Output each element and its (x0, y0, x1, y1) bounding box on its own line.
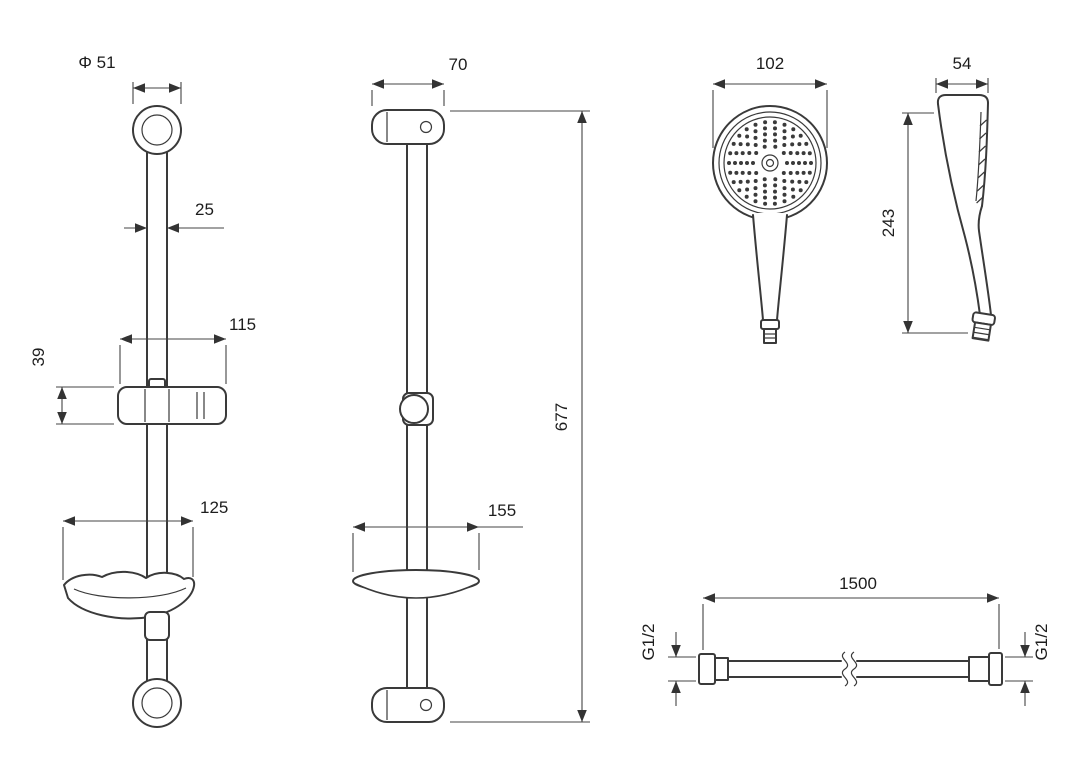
spray-face-edge (981, 102, 989, 207)
hose-dimensions: 1500 G1/2 G1/2 (639, 574, 1051, 706)
handshower-front-dimensions: 102 (712, 54, 828, 148)
dim-soap-dish-width: 125 (200, 498, 228, 517)
handle-right-edge (776, 214, 788, 321)
dim-thread-right: G1/2 (1032, 624, 1051, 661)
dim-holder-height: 39 (29, 348, 48, 367)
back-edge (937, 103, 981, 316)
dim-soap-dish-depth: 155 (488, 501, 516, 520)
dim-bar-diameter: 25 (195, 200, 214, 219)
hose-view (698, 651, 1003, 687)
side-thread-connector (971, 321, 992, 342)
hose-left-fitting (698, 653, 716, 685)
dim-bracket-depth: 70 (449, 55, 468, 74)
bottom-wall-mount (132, 678, 182, 728)
top-bracket-side (371, 109, 445, 145)
handshower-side-dimensions: 54 243 (879, 54, 989, 334)
soap-dish-front (63, 570, 196, 620)
side-view-dimensions: 70 677 155 (352, 55, 590, 723)
handshower-front-view (712, 105, 828, 344)
slide-bar-front-view (63, 105, 227, 728)
dim-thread-left: G1/2 (639, 624, 658, 661)
slide-bar-side-view (352, 109, 480, 723)
dim-holder-width: 115 (229, 315, 256, 334)
dim-hose-length: 1500 (839, 574, 877, 593)
dim-total-length: 243 (879, 209, 898, 237)
handle-thread-connector (763, 328, 777, 344)
front-view-dimensions: Φ 51 25 115 39 125 (29, 53, 256, 580)
slider-knob-side (399, 394, 429, 424)
bottom-bracket-side (371, 687, 445, 723)
dim-head-diameter: 102 (756, 54, 784, 73)
dim-head-depth: 54 (953, 54, 972, 73)
hose-break-symbol (841, 651, 849, 687)
handle-left-edge (752, 214, 764, 321)
nozzle-dots (727, 120, 813, 206)
shower-holder-front (117, 386, 227, 425)
handshower-side-view (936, 94, 996, 342)
dim-bar-height: 677 (552, 403, 571, 431)
top-wall-mount (132, 105, 182, 155)
dim-mount-diameter: Φ 51 (78, 53, 115, 72)
hose-right-fitting (988, 652, 1003, 686)
